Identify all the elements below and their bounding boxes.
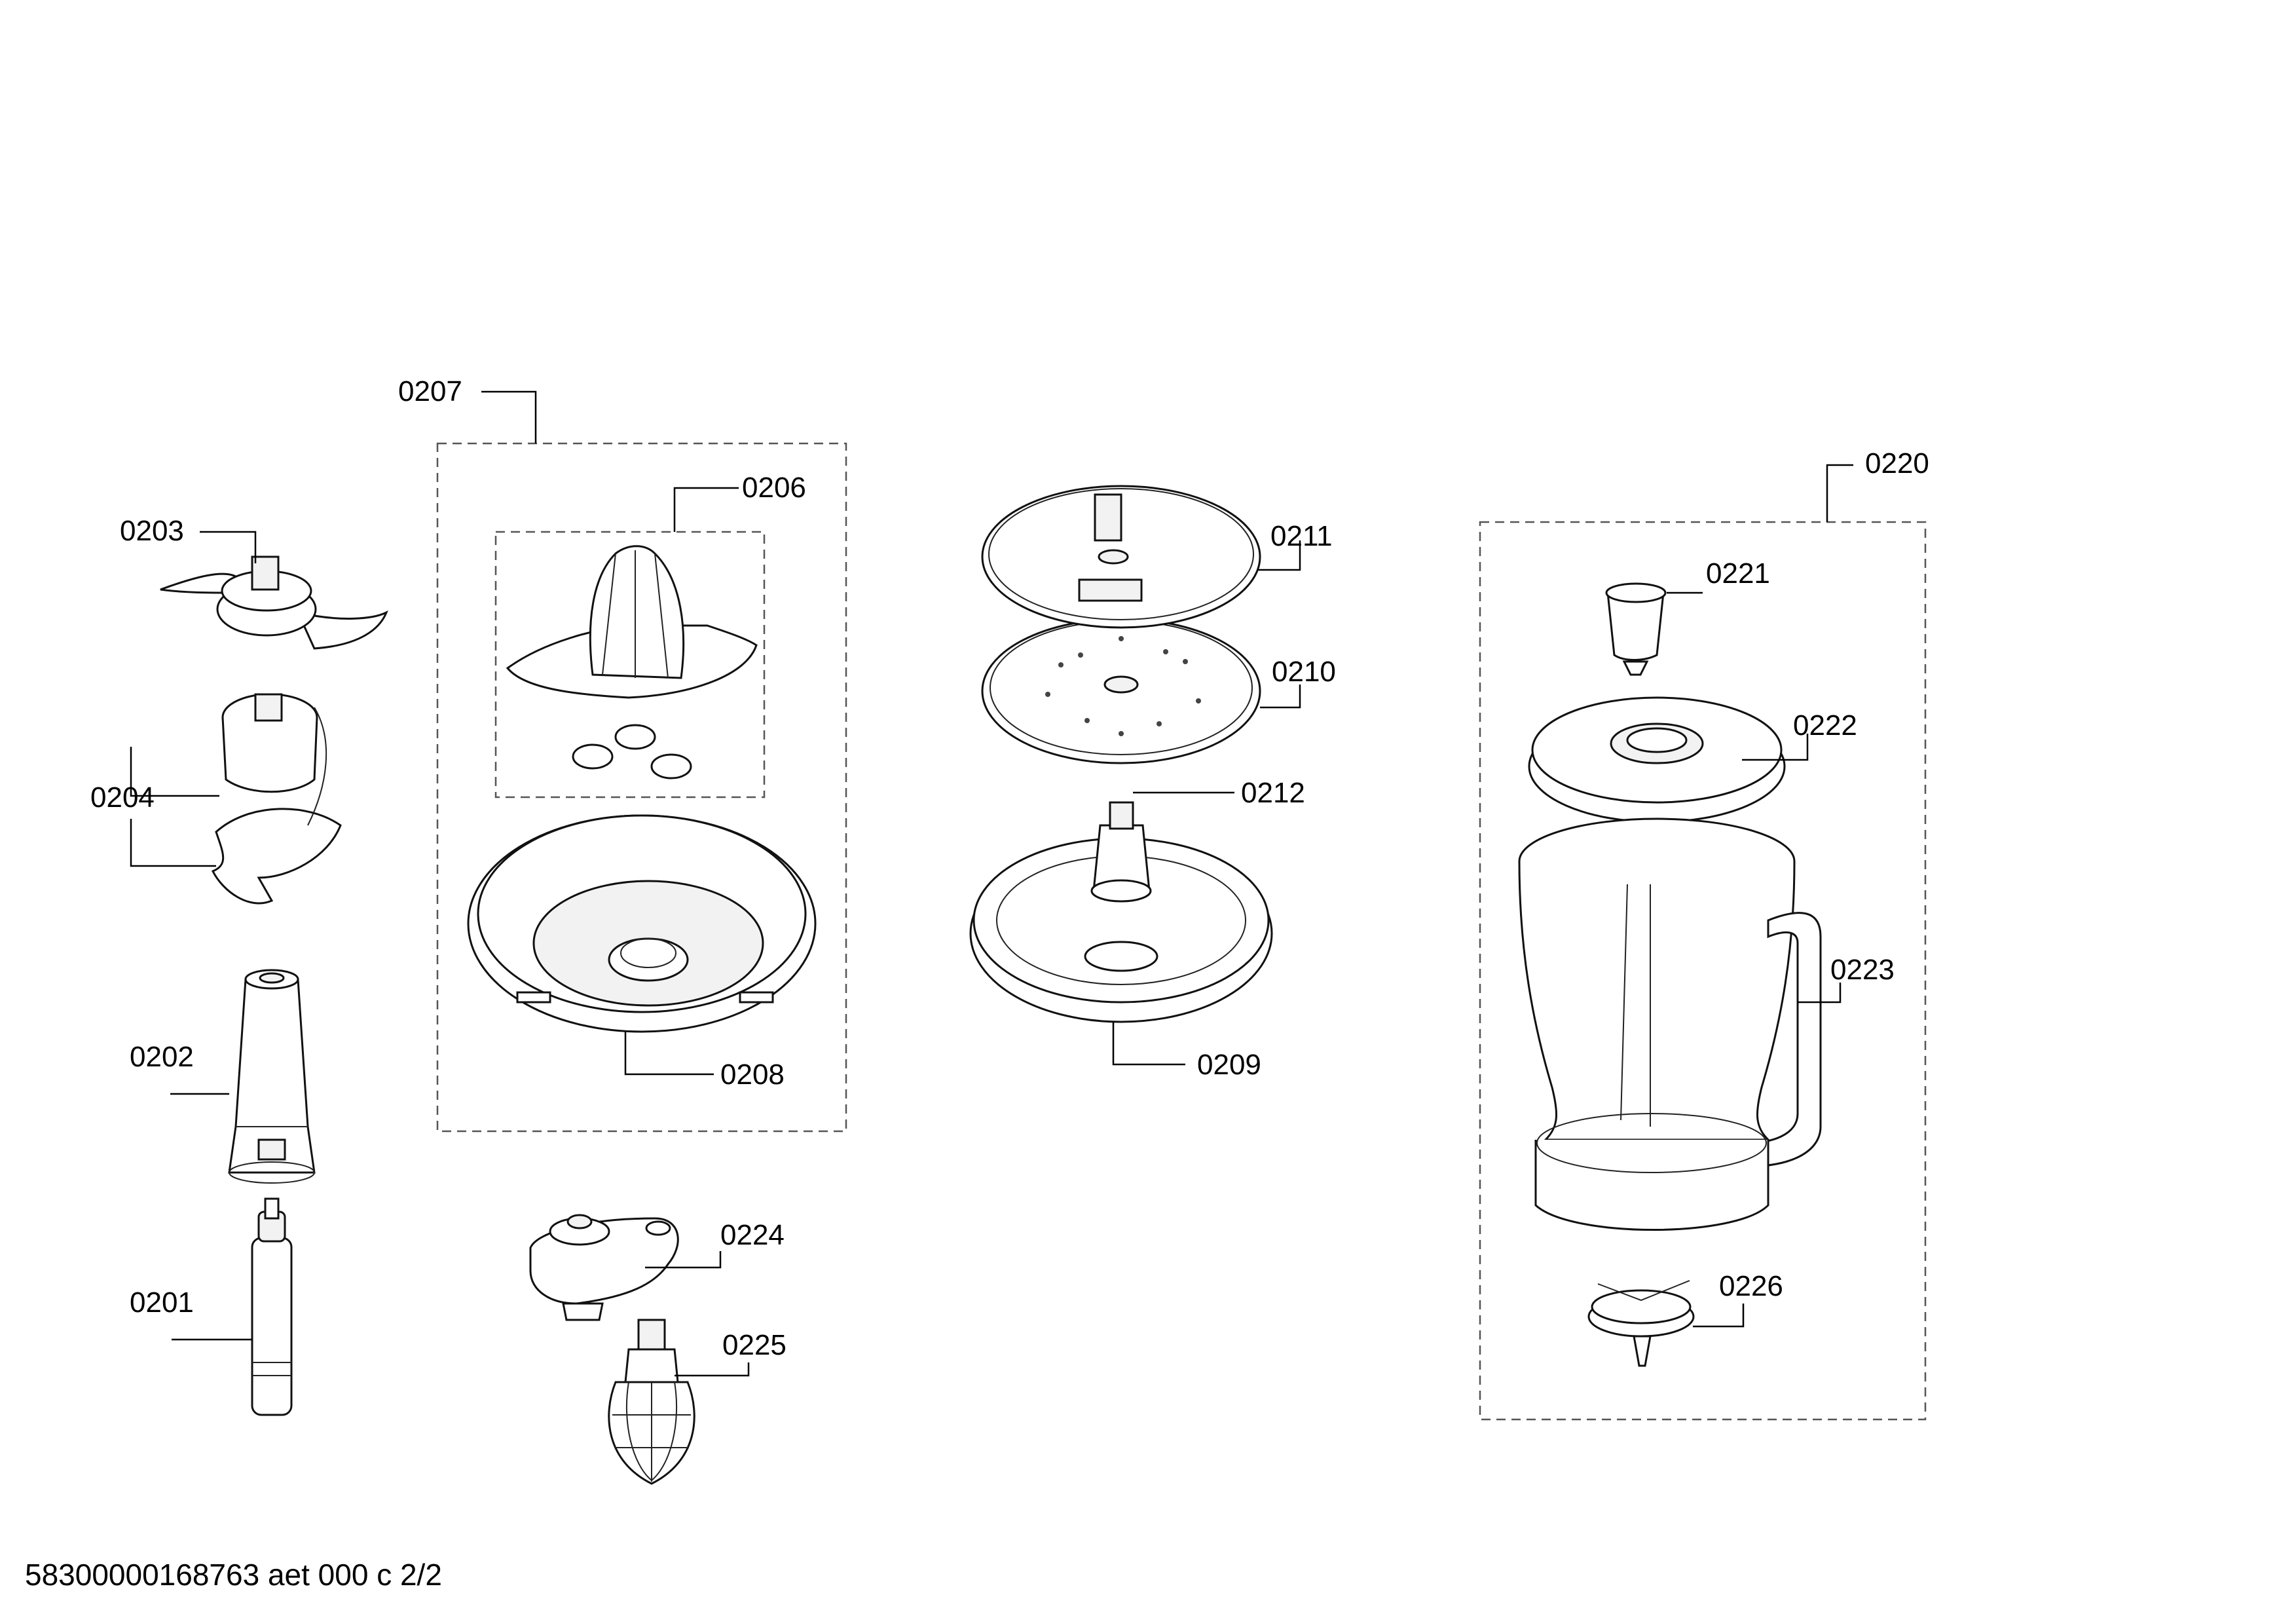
label-0212: 0212	[1241, 777, 1305, 809]
leader-0206	[673, 487, 739, 532]
leader-0207	[481, 390, 537, 443]
group-box-0207	[436, 442, 847, 1133]
label-0222: 0222	[1793, 709, 1857, 741]
part-0211-slicing-disc	[981, 485, 1261, 629]
part-0225-whisk	[608, 1319, 695, 1485]
label-0225: 0225	[722, 1329, 787, 1361]
label-0208: 0208	[720, 1059, 785, 1091]
document-id-footer: 58300000168763 aet 000 c 2/2	[25, 1558, 442, 1592]
label-0221: 0221	[1706, 557, 1770, 590]
label-0220: 0220	[1865, 447, 1929, 479]
part-0206-juicer-cone	[506, 545, 758, 779]
part-0224-drive	[529, 1214, 679, 1321]
part-0201-shaft	[251, 1197, 293, 1416]
leader-0210	[1260, 685, 1301, 709]
label-0201: 0201	[130, 1286, 194, 1319]
label-0209: 0209	[1197, 1049, 1261, 1081]
part-0223-jug	[1518, 817, 1822, 1231]
group-box-0220	[1479, 521, 1927, 1421]
leader-0225	[675, 1362, 750, 1377]
leader-0208	[624, 1032, 714, 1076]
part-0221-measuring-cap	[1605, 582, 1667, 676]
leader-0224	[645, 1251, 722, 1269]
label-0211: 0211	[1270, 520, 1333, 552]
label-0204: 0204	[90, 781, 155, 814]
part-0208-sieve	[467, 814, 817, 1033]
label-0226: 0226	[1719, 1270, 1783, 1302]
leader-0203	[200, 531, 257, 563]
label-0210: 0210	[1272, 656, 1336, 688]
label-0202: 0202	[130, 1041, 194, 1073]
leader-0204	[130, 747, 219, 867]
leader-0222	[1742, 734, 1809, 761]
leader-0226	[1693, 1304, 1745, 1328]
leader-0211	[1257, 540, 1301, 571]
group-box-0206	[494, 531, 766, 798]
label-0203: 0203	[120, 515, 184, 547]
part-0203-knife	[160, 555, 388, 650]
leader-0220	[1826, 464, 1853, 522]
part-0202-cylinder	[228, 969, 316, 1184]
label-0206: 0206	[742, 472, 806, 504]
part-0210-grating-disc	[981, 618, 1261, 764]
part-0204-blade	[211, 693, 342, 905]
label-0207: 0207	[398, 375, 462, 407]
leader-0209	[1112, 1022, 1185, 1066]
part-0226-blade-assembly	[1587, 1280, 1695, 1367]
part-0209-base	[969, 801, 1273, 1023]
label-0223: 0223	[1830, 954, 1895, 986]
leader-0223	[1798, 983, 1842, 1004]
label-0224: 0224	[720, 1219, 785, 1251]
part-0222-lid	[1528, 696, 1786, 823]
